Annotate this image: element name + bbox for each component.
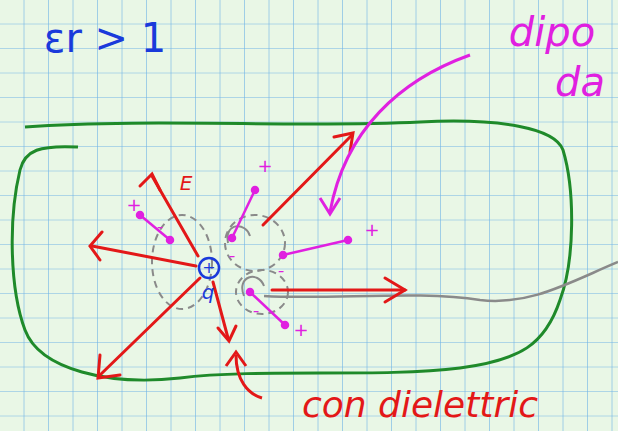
permittivity-note: εr > 1 bbox=[44, 18, 166, 58]
callout-arrow-head bbox=[226, 352, 246, 366]
dielectric-note: con dielettric bbox=[302, 387, 538, 423]
callout-arrow-head bbox=[320, 198, 340, 214]
dipole-note: da bbox=[555, 62, 605, 102]
molecule-circles bbox=[152, 215, 288, 314]
dipole-note: dipo bbox=[509, 12, 595, 52]
dipole-sign: + bbox=[293, 321, 308, 339]
dipole-sign: - bbox=[253, 301, 260, 319]
field-label: E bbox=[180, 173, 193, 193]
charge-sign: + bbox=[202, 260, 215, 276]
callout-arrow bbox=[236, 355, 262, 398]
dipole-sign: + bbox=[257, 157, 272, 175]
callout-arrow bbox=[330, 55, 470, 212]
dipole-sign: + bbox=[126, 196, 141, 214]
dipole-sign: - bbox=[229, 246, 236, 264]
dipole-sign: - bbox=[278, 261, 285, 279]
dipole-sign: + bbox=[364, 221, 379, 239]
dipole-sign: - bbox=[157, 217, 164, 235]
dielectric-outline bbox=[12, 121, 571, 380]
leader-line bbox=[264, 262, 618, 301]
charge-circle bbox=[199, 258, 219, 278]
charge-label: q bbox=[202, 282, 215, 302]
molecule-loops bbox=[228, 226, 264, 296]
field-arrows bbox=[90, 133, 405, 378]
